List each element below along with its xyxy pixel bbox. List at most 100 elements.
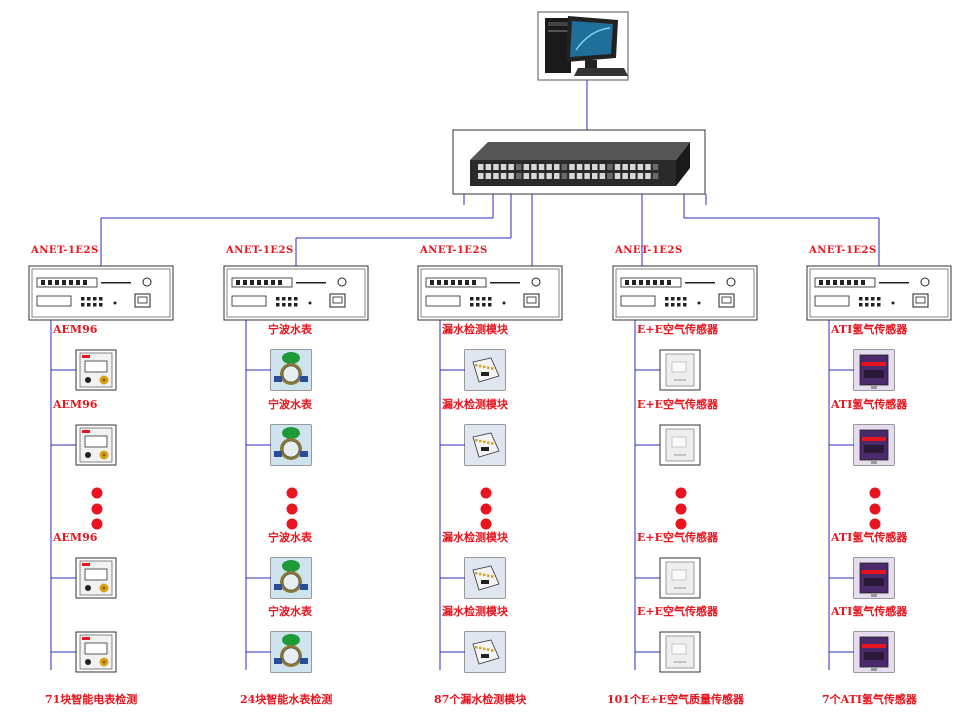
ellipsis-dot (869, 503, 881, 515)
air-device-icon (659, 349, 701, 391)
switch-port (500, 164, 507, 170)
switch-port (554, 173, 560, 179)
ellipsis-dot (480, 518, 492, 530)
switch-port (516, 173, 522, 179)
switch-port (630, 164, 636, 170)
switch-port (531, 173, 537, 179)
device-label: ATI氢气传感器 (831, 531, 908, 544)
meter-device-icon (75, 424, 117, 466)
switch-port (500, 173, 507, 179)
gateway-device-icon (223, 265, 369, 321)
device-label: AEM96 (53, 398, 98, 411)
ellipsis-dot (480, 487, 492, 499)
switch-port (485, 164, 492, 170)
device-count-label: 7个ATI氢气传感器 (822, 693, 917, 706)
connection-lines (50, 80, 880, 670)
device-count-label: 71块智能电表检测 (45, 693, 138, 706)
switch-port (599, 173, 606, 179)
switch-port (523, 164, 530, 170)
ellipsis-dot (286, 503, 298, 515)
switch-port (599, 164, 606, 170)
device-label: AEM96 (53, 323, 98, 336)
hydrogen-device-icon (853, 424, 895, 466)
switch-port (614, 164, 621, 170)
air-device-icon (659, 424, 701, 466)
device-label: ATI氢气传感器 (831, 605, 908, 618)
switch-port (607, 173, 613, 179)
device-label: ATI氢气传感器 (831, 398, 908, 411)
switch-port (523, 173, 530, 179)
device-label: 宁波水表 (268, 605, 312, 618)
switch-port (478, 164, 484, 170)
switch-port (561, 164, 568, 170)
device-label: 漏水检测模块 (442, 398, 508, 411)
gateway-label: ANET-1E2S (226, 245, 294, 256)
ellipsis-dot (91, 503, 103, 515)
switch-port (516, 164, 522, 170)
water-device-icon (270, 631, 312, 673)
gateway-device-icon (612, 265, 758, 321)
switch-port (614, 173, 621, 179)
switch-port (508, 173, 514, 179)
device-label: E+E空气传感器 (637, 398, 718, 411)
ellipsis-dot (675, 487, 687, 499)
leak-device-icon (464, 557, 506, 599)
device-label: 漏水检测模块 (442, 323, 508, 336)
switch-port (508, 164, 514, 170)
switch-port (637, 173, 644, 179)
device-count-label: 24块智能水表检测 (240, 693, 333, 706)
switch-port (622, 164, 628, 170)
switch-port (569, 164, 575, 170)
gateway-device-icon (28, 265, 174, 321)
hydrogen-device-icon (853, 557, 895, 599)
ellipsis-dot (286, 518, 298, 530)
device-label: AEM96 (53, 531, 98, 544)
switch-port (546, 173, 552, 179)
switch-port (637, 164, 644, 170)
switch-port (622, 173, 628, 179)
meter-device-icon (75, 631, 117, 673)
switch-port (584, 173, 590, 179)
device-count-label: 101个E+E空气质量传感器 (607, 693, 744, 706)
ellipsis-dot (480, 503, 492, 515)
meter-device-icon (75, 557, 117, 599)
gateway-label: ANET-1E2S (31, 245, 99, 256)
switch-port (592, 173, 598, 179)
air-device-icon (659, 557, 701, 599)
switch-port (554, 164, 560, 170)
switch-port (485, 173, 492, 179)
ellipsis-dot (91, 487, 103, 499)
meter-device-icon (75, 349, 117, 391)
ellipsis-dot (675, 518, 687, 530)
switch-port (561, 173, 568, 179)
switch-port (493, 164, 499, 170)
ellipsis-dot (91, 518, 103, 530)
leak-device-icon (464, 349, 506, 391)
switch-port (652, 164, 659, 170)
switch-port (645, 164, 651, 170)
device-label: E+E空气传感器 (637, 531, 718, 544)
air-device-icon (659, 631, 701, 673)
water-device-icon (270, 349, 312, 391)
ellipsis-dot (869, 518, 881, 530)
device-label: 漏水检测模块 (442, 605, 508, 618)
device-count-label: 87个漏水检测模块 (434, 693, 527, 706)
gateway-device-icon (806, 265, 952, 321)
device-label: 漏水检测模块 (442, 531, 508, 544)
switch-port (531, 164, 537, 170)
water-device-icon (270, 557, 312, 599)
hydrogen-device-icon (853, 349, 895, 391)
network-switch-icon (452, 129, 706, 195)
device-label: 宁波水表 (268, 398, 312, 411)
switch-port (630, 173, 636, 179)
switch-port (538, 173, 545, 179)
switch-port (569, 173, 575, 179)
switch-port (584, 164, 590, 170)
gateway-label: ANET-1E2S (615, 245, 683, 256)
device-label: E+E空气传感器 (637, 323, 718, 336)
ellipsis-dot (869, 487, 881, 499)
water-device-icon (270, 424, 312, 466)
switch-port (652, 173, 659, 179)
switch-port (576, 173, 583, 179)
